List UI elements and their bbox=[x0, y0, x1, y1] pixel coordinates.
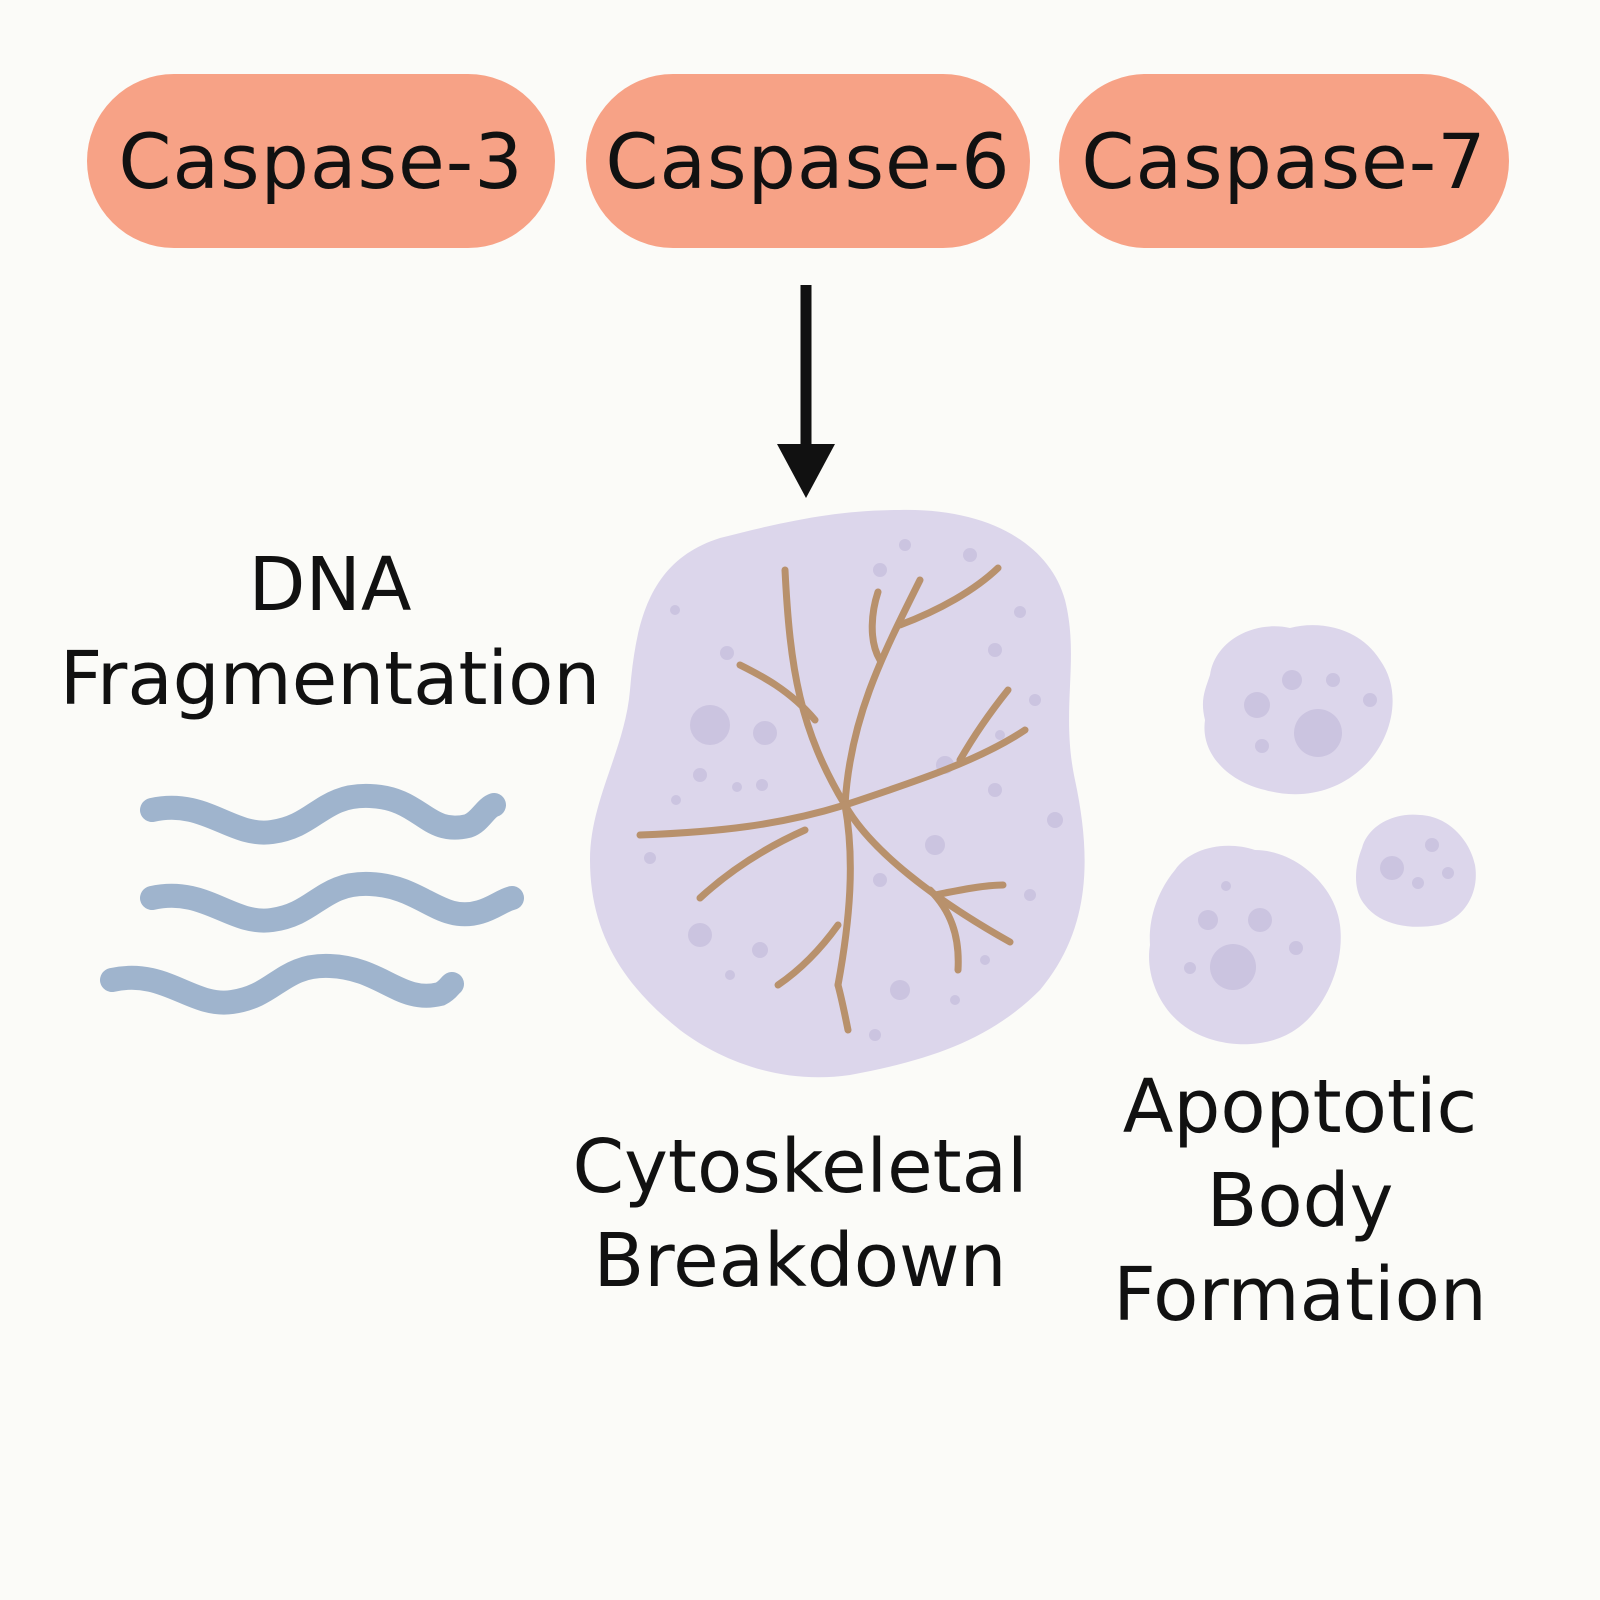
caspase-7-label: Caspase-7 bbox=[1081, 116, 1487, 206]
apoptotic-body-large bbox=[1202, 625, 1393, 795]
dna-fragmentation-label: DNA Fragmentation bbox=[40, 538, 620, 726]
apoptotic-body-medium bbox=[1149, 845, 1341, 1045]
apoptotic-bodies-icon bbox=[1149, 625, 1476, 1045]
apop-label-line-3: Formation bbox=[1113, 1252, 1487, 1338]
cell-granules bbox=[644, 539, 1063, 1041]
cytoskeletal-breakdown-label: Cytoskeletal Breakdown bbox=[560, 1120, 1040, 1308]
apop-label-line-2: Body bbox=[1206, 1158, 1394, 1244]
dna-label-line-1: DNA bbox=[248, 542, 412, 628]
cyto-label-line-2: Breakdown bbox=[593, 1218, 1007, 1304]
dna-label-line-2: Fragmentation bbox=[59, 636, 601, 722]
caspase-6-label: Caspase-6 bbox=[605, 116, 1011, 206]
down-arrow bbox=[777, 285, 835, 498]
caspase-6-pill: Caspase-6 bbox=[586, 74, 1030, 248]
caspase-3-pill: Caspase-3 bbox=[87, 74, 555, 248]
cytoskeleton-icon bbox=[636, 564, 1029, 1034]
apoptotic-body-small bbox=[1356, 814, 1476, 927]
apoptotic-body-formation-label: Apoptotic Body Formation bbox=[1080, 1060, 1520, 1342]
cell-illustration bbox=[590, 509, 1085, 1078]
caspase-7-pill: Caspase-7 bbox=[1059, 74, 1509, 248]
caspase-3-label: Caspase-3 bbox=[118, 116, 524, 206]
apop-label-line-1: Apoptotic bbox=[1122, 1064, 1478, 1150]
cyto-label-line-1: Cytoskeletal bbox=[572, 1124, 1028, 1210]
dna-strands-icon bbox=[100, 783, 524, 1015]
